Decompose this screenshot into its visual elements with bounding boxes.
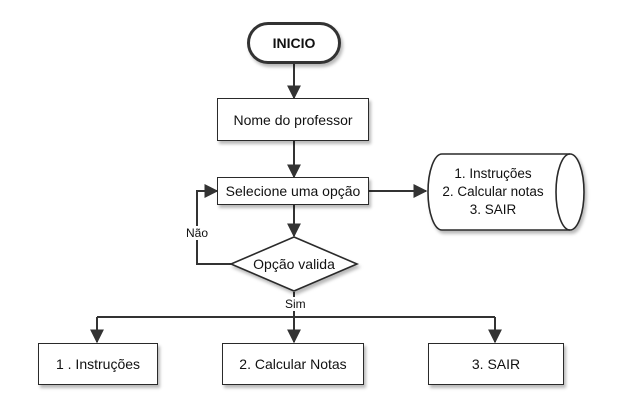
no-label: Não xyxy=(185,226,210,240)
decision-label: Opção valida xyxy=(253,256,335,272)
select-option-label: Selecione uma opção xyxy=(225,183,361,199)
menu-display-cylinder xyxy=(427,153,585,231)
outcome-calculate-node: 2. Calcular Notas xyxy=(222,343,364,385)
professor-name-node: Nome do professor xyxy=(217,98,369,141)
start-label: INICIO xyxy=(272,35,316,51)
yes-label: Sim xyxy=(284,297,307,311)
outcome-exit-node: 3. SAIR xyxy=(428,343,564,385)
outcome-instructions-label: 1 . Instruções xyxy=(55,356,141,372)
menu-item-3: 3. SAIR xyxy=(469,202,517,217)
start-node: INICIO xyxy=(247,22,341,64)
menu-item-2: 2. Calcular notas xyxy=(442,184,544,199)
outcome-instructions-node: 1 . Instruções xyxy=(38,343,158,385)
menu-display-text: 1. Instruções 2. Calcular notas 3. SAIR xyxy=(430,161,556,223)
menu-item-1: 1. Instruções xyxy=(454,166,532,181)
decision-diamond xyxy=(228,236,360,292)
decision-node: Opção valida xyxy=(236,254,352,274)
select-option-node: Selecione uma opção xyxy=(217,177,369,205)
outcome-exit-label: 3. SAIR xyxy=(471,356,521,372)
professor-name-label: Nome do professor xyxy=(233,111,353,128)
outcome-calculate-label: 2. Calcular Notas xyxy=(239,356,347,372)
